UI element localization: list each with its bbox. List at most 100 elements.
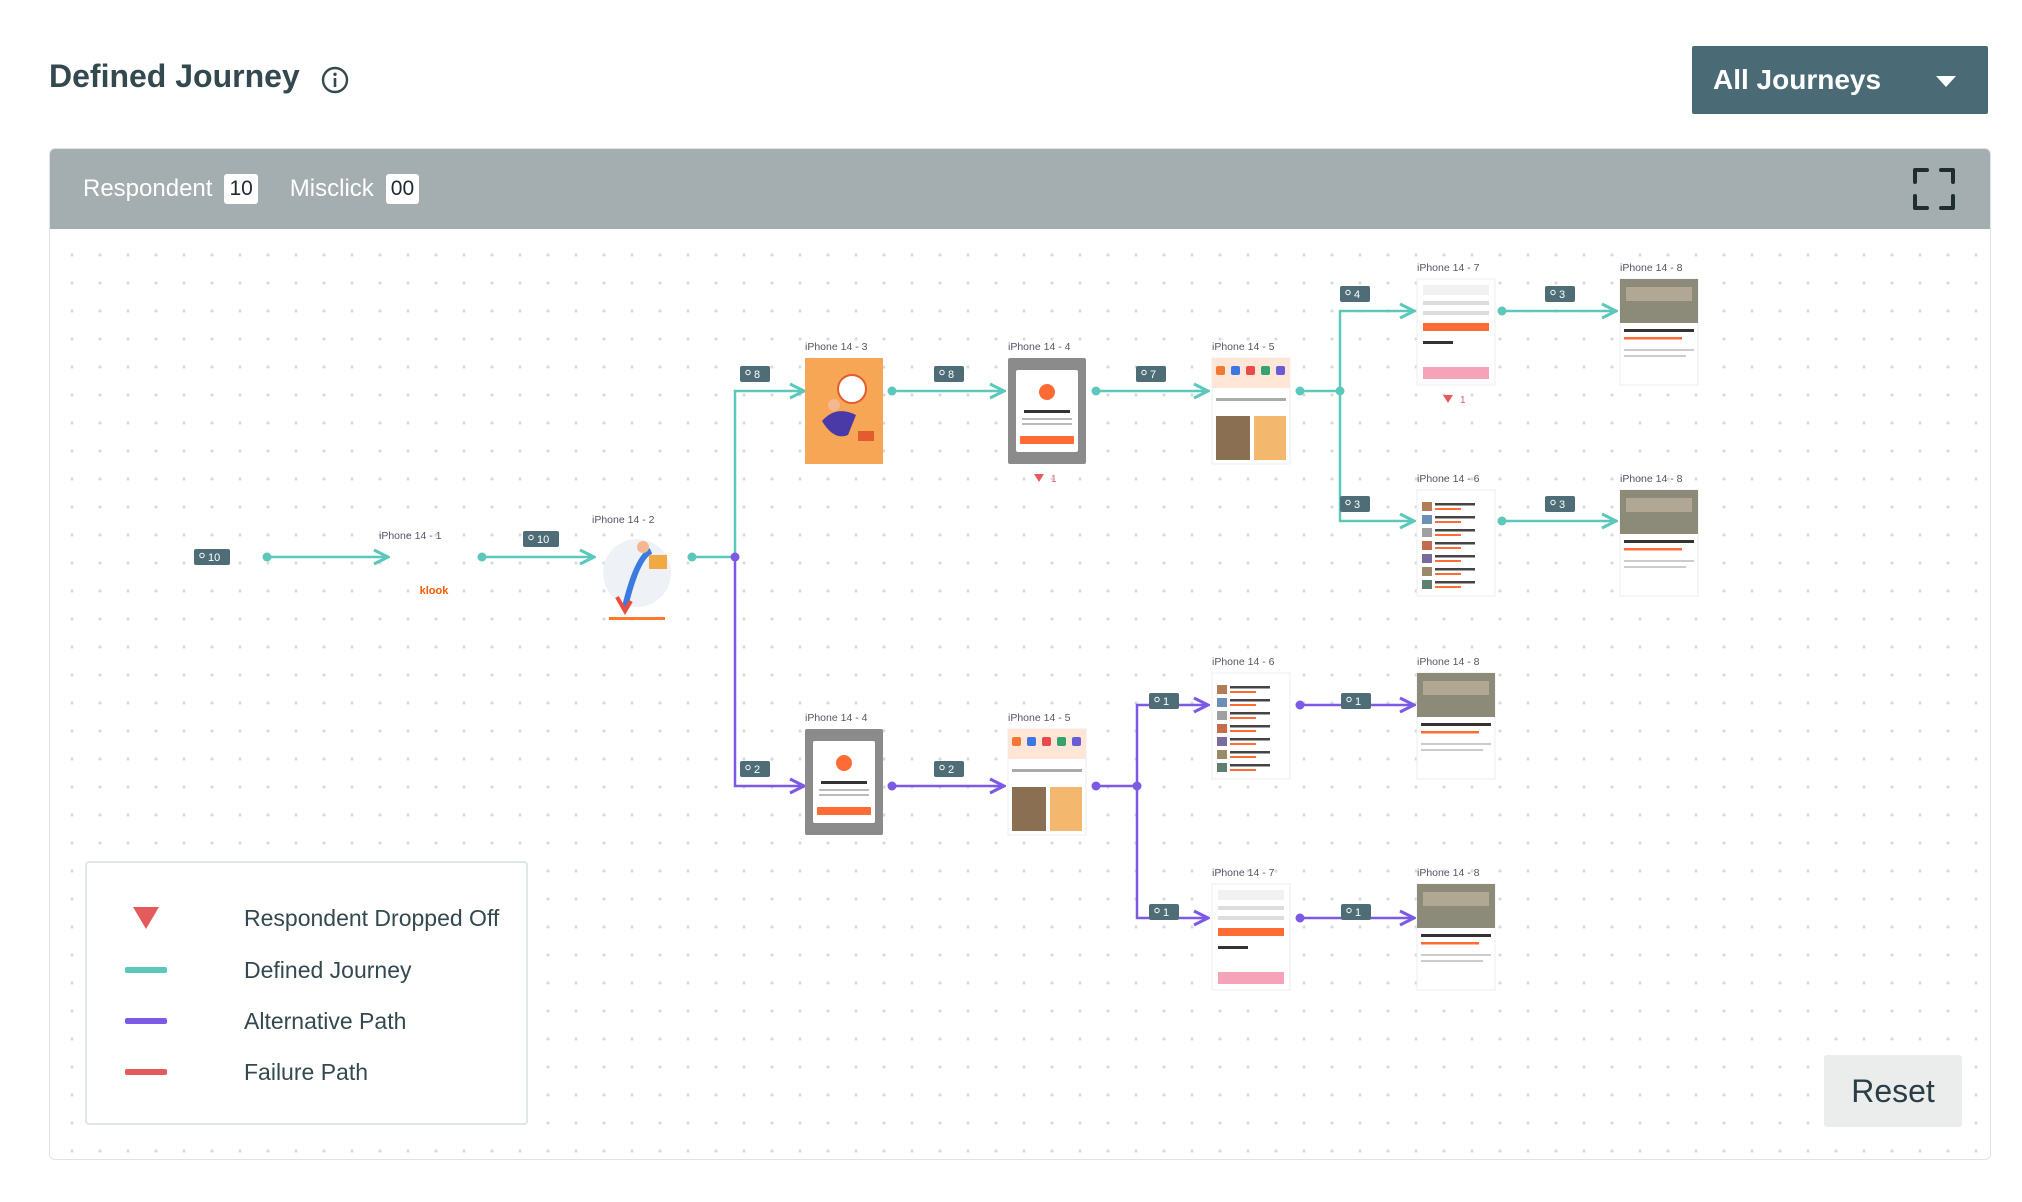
promo-strip	[1218, 972, 1284, 984]
search-field	[1423, 285, 1489, 295]
dialog-button	[1020, 436, 1074, 444]
location-pin-icon	[836, 755, 852, 771]
attraction-building	[1423, 681, 1489, 695]
category-icon	[1012, 737, 1021, 746]
list-item-price	[1230, 704, 1256, 706]
home-text	[1012, 769, 1082, 772]
list-item-text	[1230, 699, 1270, 702]
illustration-caption	[609, 617, 665, 620]
edge-start-dot	[1091, 386, 1101, 396]
category-icon	[1261, 366, 1270, 375]
legend-dropped-off: Respondent Dropped Off	[125, 905, 499, 931]
user-icon	[1550, 289, 1556, 296]
screen-label: iPhone 14 - 8	[1620, 262, 1683, 274]
form-text	[1423, 341, 1453, 344]
illustration-compass	[837, 374, 867, 404]
user-icon	[1141, 369, 1147, 376]
journey-filter-dropdown[interactable]: All Journeys	[1692, 46, 1988, 114]
attraction-title	[1421, 934, 1491, 937]
dropped-off-count: 1	[1460, 395, 1466, 406]
attraction-text	[1624, 566, 1686, 568]
edge-count-label: 8	[754, 369, 760, 381]
list-item-price	[1230, 756, 1256, 758]
user-icon	[1550, 499, 1556, 506]
alternative-swatch	[125, 1018, 167, 1024]
list-item-text	[1230, 764, 1270, 767]
list-item-text	[1230, 738, 1270, 741]
screen-label: iPhone 14 - 7	[1417, 262, 1480, 274]
list-item-thumb	[1217, 724, 1227, 733]
fullscreen-icon[interactable]	[1912, 167, 1956, 211]
user-icon	[745, 764, 751, 771]
screen-label: iPhone 14 - 5	[1008, 712, 1071, 724]
edge-12	[1096, 705, 1208, 788]
attraction-building	[1423, 892, 1489, 906]
category-icon	[1246, 366, 1255, 375]
list-item-thumb	[1217, 698, 1227, 707]
misclick-count-badge: 00	[385, 174, 420, 204]
dropped-off-triangle-icon	[133, 907, 159, 929]
stats-bar: Respondent 10 Misclick 00	[50, 149, 1990, 229]
user-icon	[745, 369, 751, 376]
illustration-face	[828, 399, 840, 411]
screen-label: iPhone 14 - 3	[805, 341, 868, 353]
promo-strip	[1423, 367, 1489, 379]
list-item-price	[1435, 560, 1461, 562]
form-field	[1218, 916, 1284, 920]
category-icon	[1027, 737, 1036, 746]
screen-label: iPhone 14 - 2	[592, 514, 655, 526]
edge-start-dot	[1335, 386, 1345, 396]
edge-start-dot	[1295, 700, 1305, 710]
list-item-text	[1435, 529, 1475, 532]
user-icon	[1154, 696, 1160, 703]
edge-start-dot	[687, 552, 697, 562]
edge-start-dot	[1497, 306, 1507, 316]
caret-down-icon	[1936, 76, 1956, 87]
dropped-off-triangle-icon	[1034, 474, 1044, 482]
form-field	[1423, 301, 1489, 305]
user-icon	[1154, 907, 1160, 914]
edge-count-label: 10	[537, 534, 549, 546]
legend-alternative-label: Alternative Path	[244, 1007, 407, 1034]
list-item-thumb	[1217, 711, 1227, 720]
edge-6	[1300, 311, 1414, 393]
legend: Respondent Dropped Off Defined Journey A…	[85, 861, 528, 1125]
search-button	[1218, 928, 1284, 936]
attraction-text	[1624, 560, 1694, 562]
edge-count-label: 2	[754, 764, 760, 776]
edge-3	[692, 391, 804, 559]
edge-start-dot	[1295, 386, 1305, 396]
edge-count-label: 10	[208, 552, 220, 564]
list-item-text	[1230, 725, 1270, 728]
failure-swatch	[125, 1069, 167, 1075]
screen-label: iPhone 14 - 6	[1417, 473, 1480, 485]
list-item-text	[1435, 581, 1475, 584]
list-item-thumb	[1422, 541, 1432, 550]
reset-button[interactable]: Reset	[1824, 1055, 1962, 1127]
attraction-price	[1624, 548, 1682, 551]
misclick-label: Misclick	[289, 175, 374, 202]
dialog-title	[1024, 410, 1070, 413]
legend-failure-path: Failure Path	[125, 1059, 368, 1085]
dropped-off-triangle-icon	[1443, 395, 1453, 403]
category-icon	[1042, 737, 1051, 746]
info-icon[interactable]	[321, 66, 349, 94]
list-item-text	[1435, 516, 1475, 519]
attraction-title	[1624, 329, 1694, 332]
edge-start-dot	[1091, 781, 1101, 791]
illustration-leg	[615, 596, 633, 615]
list-item-price	[1230, 743, 1256, 745]
edge-start-dot	[477, 552, 487, 562]
list-item-thumb	[1422, 515, 1432, 524]
attraction-price	[1421, 942, 1479, 945]
search-button	[1423, 323, 1489, 331]
screen-thumbnail	[805, 358, 883, 464]
edge-10	[733, 557, 804, 786]
user-icon	[1346, 696, 1352, 703]
edge-start-dot	[887, 781, 897, 791]
legend-defined-journey: Defined Journey	[125, 957, 412, 983]
edge-start-dot	[1132, 781, 1142, 791]
attraction-building	[1626, 498, 1692, 512]
list-item-text	[1230, 751, 1270, 754]
